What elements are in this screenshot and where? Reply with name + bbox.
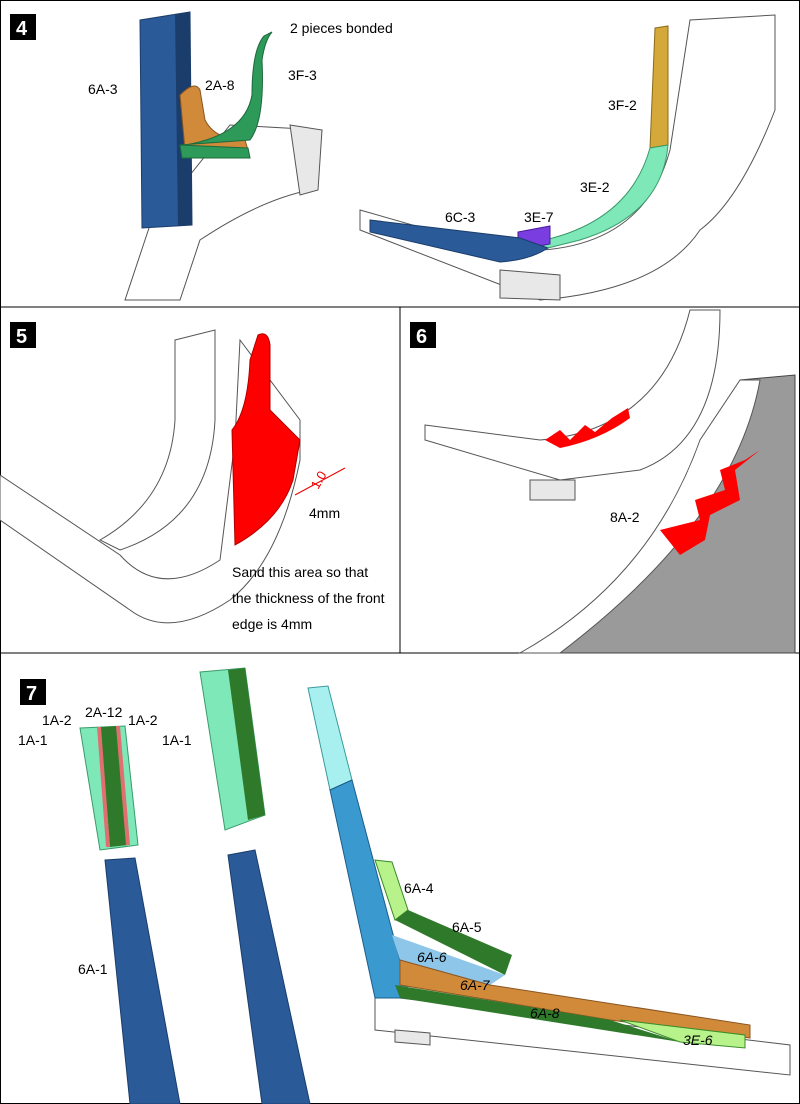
label-1A-1: 1A-1 bbox=[162, 732, 192, 748]
label-6A-8: 6A-8 bbox=[530, 1005, 560, 1021]
step-number-badge bbox=[10, 14, 36, 40]
step-5-panel: 5 1.0 4mm Sand this area so that the thi… bbox=[0, 322, 385, 632]
label-6A-6: 6A-6 bbox=[417, 949, 447, 965]
part-3E-2 bbox=[539, 144, 669, 251]
step-number: 6 bbox=[416, 326, 427, 348]
step-number-badge bbox=[10, 322, 36, 348]
part-6A-1 bbox=[104, 857, 181, 1104]
keel-frame bbox=[359, 14, 776, 301]
label-2A-12: 2A-12 bbox=[85, 704, 123, 720]
note-line: edge is 4mm bbox=[232, 616, 312, 632]
part-3F-3-base bbox=[179, 144, 251, 159]
label-8A-2: 8A-2 bbox=[610, 509, 640, 525]
label-1A-2: 1A-2 bbox=[42, 712, 72, 728]
keel-frame bbox=[0, 338, 301, 624]
label-3E-6: 3E-6 bbox=[683, 1032, 713, 1048]
keel-frame bbox=[424, 309, 721, 481]
label-3E-7: 3E-7 bbox=[524, 209, 554, 225]
part-2A-12 bbox=[100, 726, 128, 847]
keel-block bbox=[529, 479, 576, 501]
label-2A-8: 2A-8 bbox=[205, 77, 235, 93]
part-6A-8 bbox=[395, 985, 680, 1042]
label-6A-3: 6A-3 bbox=[88, 81, 118, 97]
keel-block bbox=[394, 1029, 431, 1046]
step-7-panel: 7 1A-1 1A-2 2A-12 1A-2 1A-1 6A-1 6A-4 6A… bbox=[18, 667, 791, 1104]
part-6A-1 bbox=[227, 849, 311, 1104]
part-8A-2 bbox=[660, 450, 760, 555]
step-number: 4 bbox=[16, 18, 28, 40]
step-number-badge bbox=[20, 679, 46, 705]
label-3E-2: 3E-2 bbox=[580, 179, 610, 195]
part-6A-7 bbox=[399, 959, 751, 1039]
part-3F-3 bbox=[179, 31, 273, 146]
part-6C-3 bbox=[369, 219, 550, 263]
label-6A-7: 6A-7 bbox=[460, 977, 491, 993]
label-3F-3: 3F-3 bbox=[288, 67, 317, 83]
step-number: 5 bbox=[16, 326, 27, 348]
label-6A-4: 6A-4 bbox=[404, 880, 434, 896]
part-2A-12 bbox=[228, 668, 265, 820]
keel-frame-lower bbox=[518, 379, 761, 654]
label-1A-1: 1A-1 bbox=[18, 732, 48, 748]
step-4-panel: 4 6A-3 2A-8 3F-3 2 pieces bonded 3F-2 3E… bbox=[10, 11, 776, 301]
keel-block bbox=[499, 269, 561, 301]
dimension-line bbox=[294, 467, 346, 496]
label-1A-2: 1A-2 bbox=[128, 712, 158, 728]
part-3E-6 bbox=[619, 1019, 746, 1049]
note-bonded: 2 pieces bonded bbox=[290, 20, 393, 36]
note-line: the thickness of the front bbox=[232, 590, 385, 606]
label-3F-2: 3F-2 bbox=[608, 97, 637, 113]
sanding-area bbox=[231, 333, 301, 546]
part-1A-2 bbox=[116, 726, 130, 845]
step-number-badge bbox=[410, 322, 436, 348]
label-6C-3: 6C-3 bbox=[445, 209, 476, 225]
stem-frame bbox=[98, 329, 216, 551]
label-6A-5: 6A-5 bbox=[452, 919, 482, 935]
step-6-panel: 6 8A-2 bbox=[410, 309, 796, 654]
label-4mm: 4mm bbox=[309, 505, 340, 521]
label-6A-1: 6A-1 bbox=[78, 961, 108, 977]
chocks-upper bbox=[545, 408, 630, 448]
part-1A-2 bbox=[97, 727, 110, 847]
part-6A-6 bbox=[392, 935, 505, 985]
part-6A-5 bbox=[395, 910, 512, 975]
note-line: Sand this area so that bbox=[232, 564, 368, 580]
step-number: 7 bbox=[26, 683, 37, 705]
keel-frame-edge bbox=[289, 124, 323, 196]
